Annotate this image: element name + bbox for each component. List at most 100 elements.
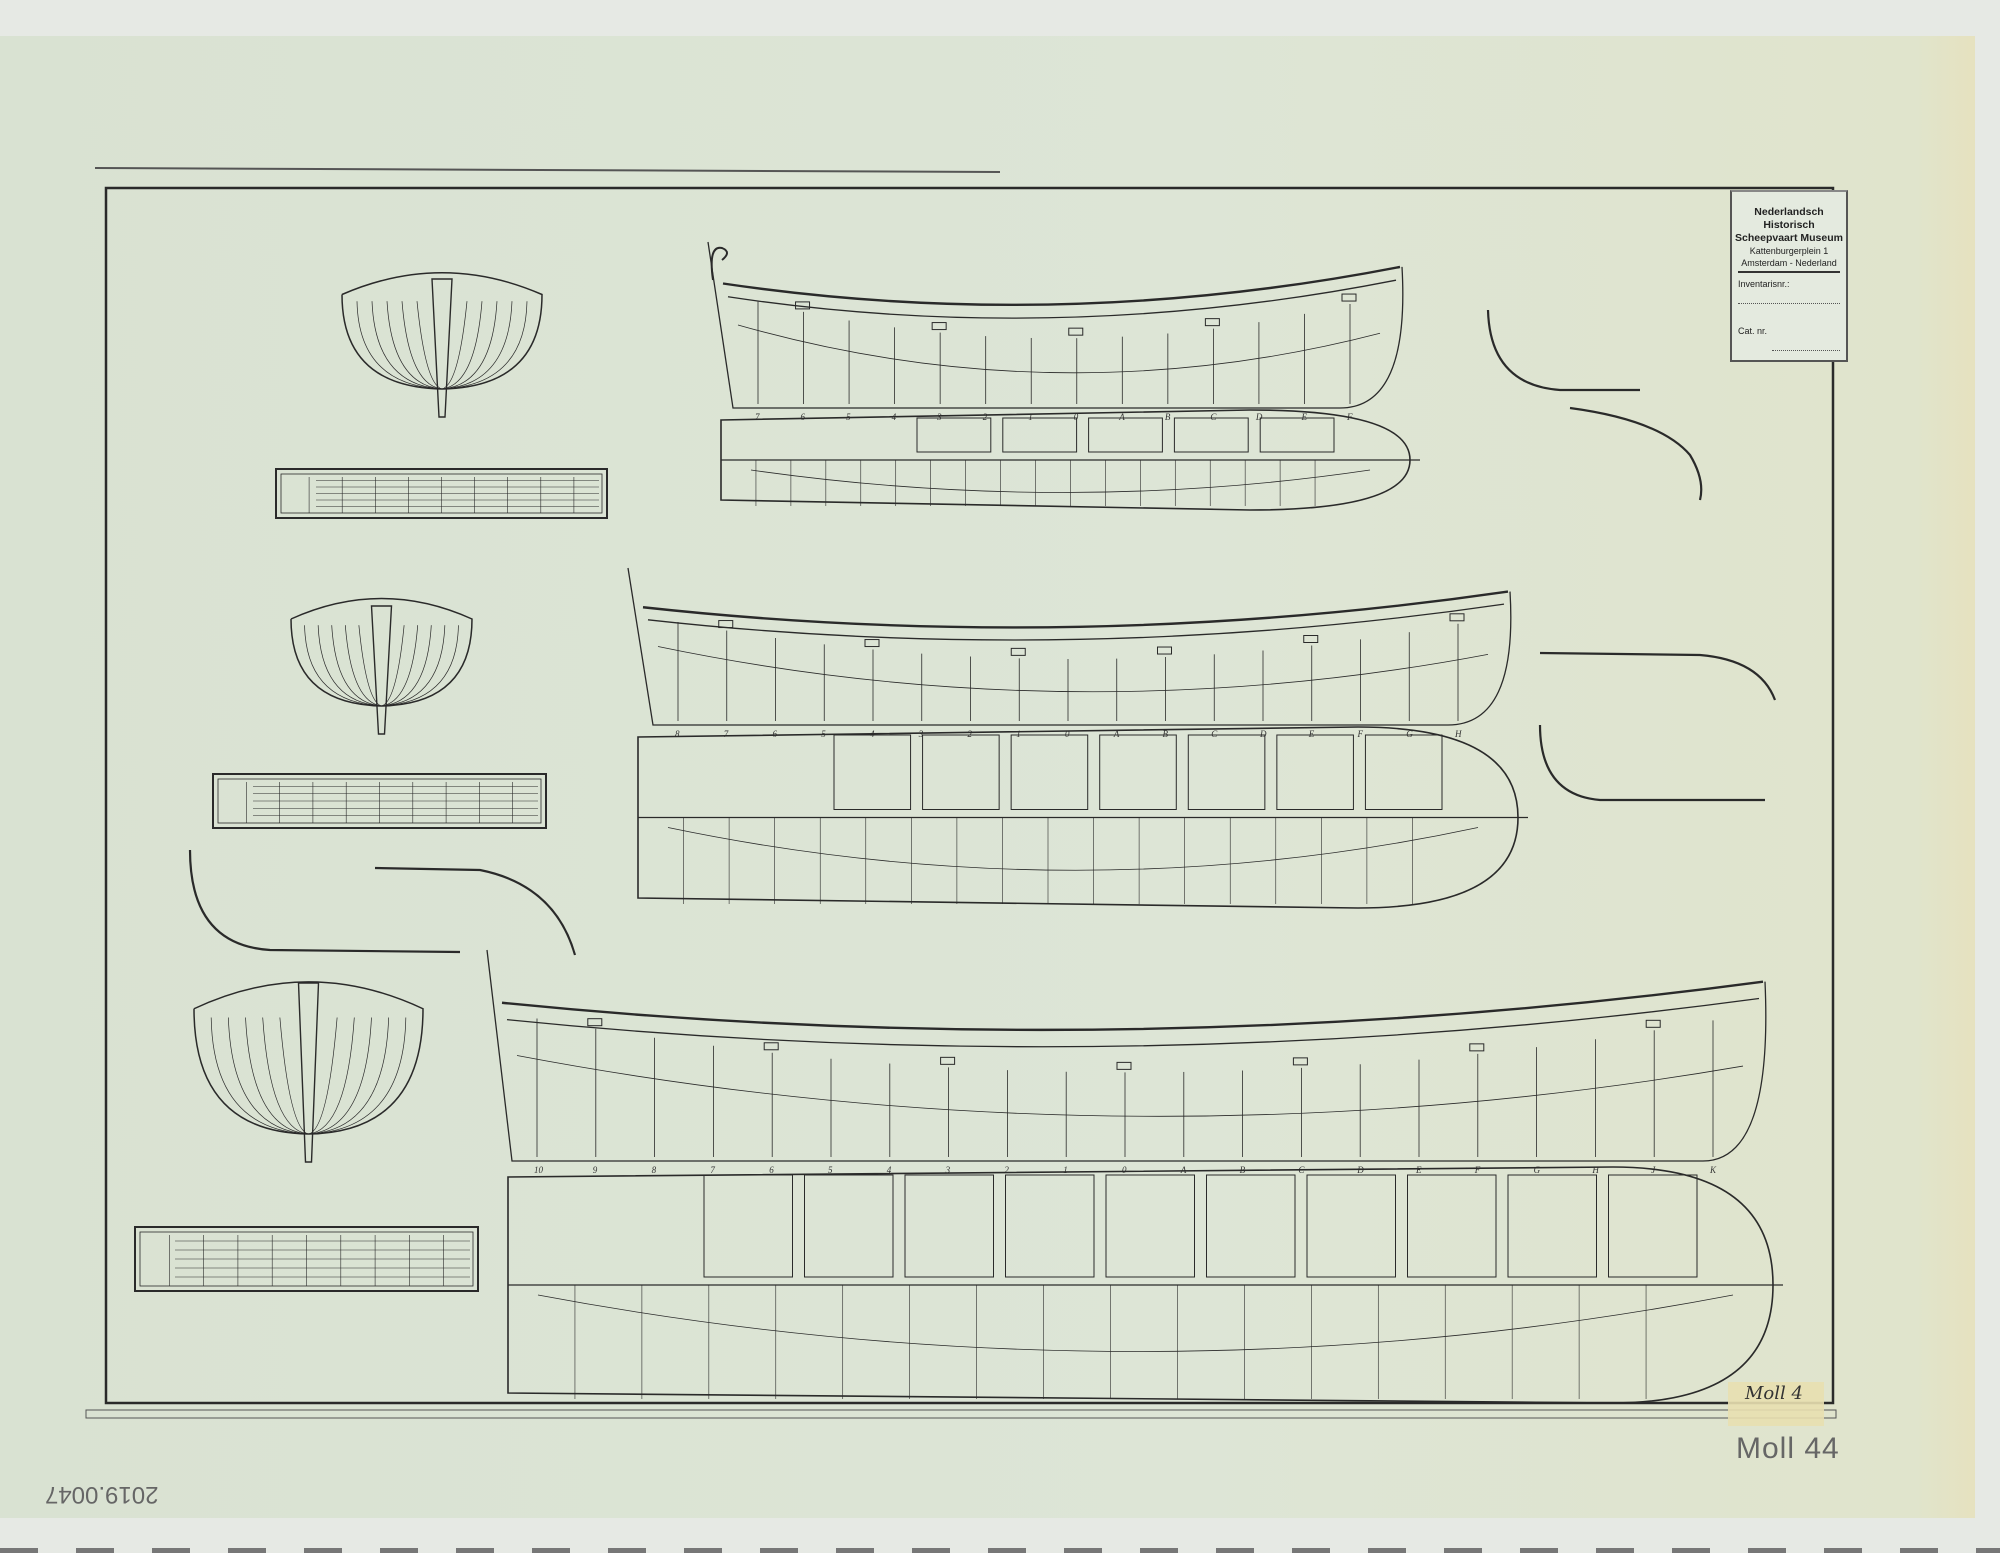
station-label: F — [1357, 729, 1364, 739]
station-label: 0 — [1122, 1165, 1127, 1175]
station-label: 1 — [1028, 412, 1033, 422]
stem-detail-5 — [188, 849, 461, 954]
body-plan-3 — [193, 981, 424, 1163]
tag-label: Moll 4 — [1745, 1383, 1803, 1404]
section-curve — [358, 625, 382, 707]
thole-pin — [1449, 613, 1465, 622]
station-label: F — [1474, 1165, 1481, 1175]
outer-frame-bottom — [85, 1409, 1837, 1419]
stem-detail-3 — [1539, 651, 1777, 701]
thole-pin — [763, 1042, 779, 1051]
station-label: 5 — [828, 1165, 833, 1175]
station-label: 1 — [1016, 729, 1021, 739]
station-label: 3 — [945, 1165, 951, 1175]
station-label: 4 — [887, 1165, 892, 1175]
boat-1-plan — [720, 409, 1420, 511]
scan-border — [0, 1548, 2000, 1553]
section-curve — [245, 1017, 309, 1135]
station-label: 7 — [755, 412, 760, 422]
museum-stamp: Nederlandsch Historisch Scheepvaart Muse… — [1730, 190, 1848, 362]
scale-bar-2 — [212, 773, 547, 829]
section-curve — [381, 625, 432, 707]
stem-detail-6 — [374, 866, 577, 956]
gunwale-line — [506, 997, 1760, 1048]
gunwale-line — [647, 603, 1505, 641]
keel-post — [370, 605, 393, 735]
thwart-panel — [1407, 1174, 1497, 1278]
section-curve — [356, 301, 443, 390]
stamp-catalog-label: Cat. nr. — [1738, 326, 1768, 336]
body-plan-1 — [341, 272, 543, 418]
section-curve — [308, 1017, 407, 1135]
diagonal-line — [537, 1294, 1734, 1352]
thole-pin — [1469, 1043, 1485, 1052]
stamp-line1: Nederlandsch Historisch — [1754, 206, 1824, 231]
scale-outer — [212, 773, 547, 829]
station-label: A — [1180, 1165, 1187, 1175]
section-curve — [210, 1017, 309, 1135]
station-label: A — [1118, 412, 1125, 422]
thwart-panel — [1010, 734, 1089, 810]
scroll-stem-head — [710, 246, 728, 281]
waterline — [737, 324, 1381, 374]
stem-detail-2 — [1569, 406, 1703, 501]
thole-pin — [1341, 293, 1357, 302]
gunwale-line — [727, 279, 1397, 319]
section-curve — [381, 625, 446, 707]
boat-2-plan — [637, 726, 1528, 909]
section-curve — [441, 301, 513, 390]
station-label: 2 — [1004, 1165, 1009, 1175]
station-label: E — [1300, 412, 1307, 422]
stamp-inventory-label: Inventarisnr.: — [1738, 279, 1790, 289]
section-curve — [331, 625, 382, 707]
waterline — [657, 646, 1489, 693]
station-label: E — [1308, 729, 1315, 739]
thwart-panel — [1088, 417, 1163, 453]
section-curve — [344, 625, 382, 707]
thwart-panel — [904, 1174, 994, 1278]
thole-pin — [795, 301, 811, 310]
station-label: 8 — [675, 729, 680, 739]
station-label: G — [1406, 729, 1413, 739]
thwart-panel — [703, 1174, 793, 1278]
thwart-panel — [1002, 417, 1078, 453]
section-outline — [290, 597, 473, 707]
stamp-city-country: Amsterdam - Nederland — [1741, 258, 1837, 268]
section-curve — [441, 301, 528, 390]
station-label: D — [1259, 729, 1267, 739]
thole-pin — [864, 639, 880, 648]
station-label: D — [1255, 412, 1263, 422]
thole-pin — [1303, 635, 1319, 644]
station-label: 6 — [769, 1165, 774, 1175]
scale-bar-1 — [275, 468, 608, 519]
station-label: C — [1211, 729, 1218, 739]
section-curve — [262, 1017, 309, 1135]
thole-pin — [1116, 1061, 1132, 1070]
section-curve — [381, 625, 405, 707]
station-label: 6 — [801, 412, 806, 422]
waterline — [516, 1055, 1744, 1117]
stamp-address: Kattenburgerplein 1 — [1749, 246, 1829, 256]
thwart-panel — [1259, 417, 1335, 453]
thwart-panel — [1306, 1174, 1396, 1278]
section-outline — [341, 272, 543, 390]
thwart-panel — [1173, 417, 1249, 453]
section-curve — [317, 625, 382, 707]
station-label: 2 — [968, 729, 973, 739]
section-curve — [386, 301, 443, 390]
thole-pin — [1157, 646, 1172, 655]
hull-outline — [707, 241, 1404, 409]
thwart-panel — [1507, 1174, 1597, 1278]
section-curve — [441, 301, 498, 390]
outer-frame-top — [94, 167, 1001, 173]
thole-pin — [1010, 647, 1026, 656]
section-curve — [441, 301, 468, 390]
section-curve — [308, 1017, 389, 1135]
section-outline — [193, 981, 424, 1135]
sheer-line — [642, 590, 1509, 629]
station-label: 3 — [936, 412, 942, 422]
thwart-panel — [1187, 734, 1266, 810]
thwart-panel — [804, 1174, 894, 1278]
